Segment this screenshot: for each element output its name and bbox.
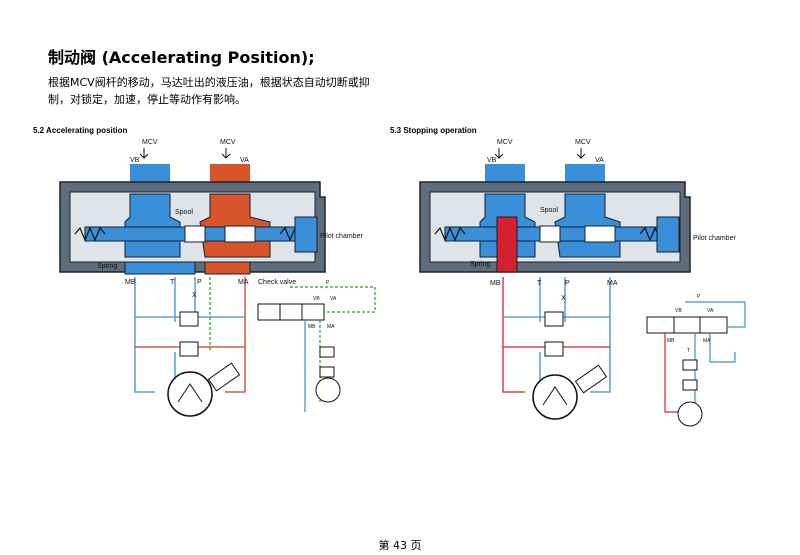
- accelerating-valve-schematic: MCV MCV VB VA Spool Pilot chamber Spring…: [59, 139, 376, 417]
- spool-label: Spool: [540, 207, 558, 214]
- mini-vb-label: VB: [675, 308, 682, 314]
- pilot-chamber-label: Pilot chamber: [693, 235, 736, 242]
- relief-valve: [179, 311, 199, 327]
- hydraulic-motor-icon: [167, 371, 213, 417]
- mb-port-label: MB: [125, 279, 136, 286]
- bottom-port-blue: [124, 261, 196, 275]
- accelerating-position-diagram: 5.2 Accelerating position: [30, 122, 385, 430]
- spool-land: [584, 225, 616, 243]
- t-port-label: T: [170, 279, 175, 286]
- spool-land: [539, 225, 561, 243]
- motor-arrow: [542, 386, 568, 406]
- mini-vb-label: VB: [313, 296, 320, 302]
- spring-label: Spring: [470, 261, 490, 268]
- t-port-label: T: [537, 280, 542, 287]
- mini-schematic: [646, 301, 746, 427]
- mb-port-label: MB: [490, 280, 501, 287]
- slide-description: 根据MCV阀杆的移动，马达吐出的液压油，根据状态自动切断或抑制，对锁定，加速，停…: [48, 76, 370, 106]
- diagram-title: 5.2 Accelerating position: [33, 126, 128, 135]
- hydraulic-motor-icon: [532, 374, 578, 420]
- arrow-down-icon: [576, 148, 586, 159]
- mini-va-label: VA: [707, 308, 714, 314]
- spool-land: [224, 225, 256, 243]
- p-port-label: P: [197, 279, 202, 286]
- mini-p-label: P: [697, 294, 701, 300]
- x-label: X: [192, 292, 197, 299]
- spring-label: Spring: [97, 263, 117, 270]
- stopping-valve-schematic: MCV MCV VB VA Spool Pilot chamber Spring…: [419, 139, 746, 427]
- spool-land: [184, 225, 206, 243]
- va-label: VA: [595, 157, 604, 164]
- motor-arrow: [177, 383, 203, 403]
- spool-label: Spool: [175, 209, 193, 216]
- brake-cylinder: [207, 362, 241, 392]
- mini-t-label: T: [687, 348, 690, 354]
- bottom-port-orange: [204, 261, 251, 275]
- pilot-chamber: [294, 216, 318, 253]
- mini-ma-label: MA: [327, 324, 335, 330]
- mini-va-label: VA: [330, 296, 337, 302]
- ma-port-label: MA: [607, 280, 618, 287]
- arrow-down-icon: [139, 148, 149, 159]
- va-label: VA: [240, 157, 249, 164]
- page-number: 第 43 页: [378, 539, 422, 552]
- mini-mb-label: MB: [308, 324, 316, 330]
- mcv-label: MCV: [220, 139, 236, 146]
- mcv-label: MCV: [497, 139, 513, 146]
- slide-title: 制动阀 (Accelerating Position);: [48, 48, 315, 67]
- relief-valve: [179, 341, 199, 357]
- blocked-passage: [496, 216, 518, 273]
- x-label: X: [561, 295, 566, 302]
- vb-label: VB: [130, 157, 140, 164]
- left-spring: [74, 226, 106, 242]
- relief-valve: [544, 311, 564, 327]
- pilot-chamber: [656, 216, 680, 253]
- mini-schematic: [257, 286, 376, 412]
- relief-valve: [544, 341, 564, 357]
- pilot-chamber-label: Pilot chamber: [320, 233, 363, 240]
- check-valve-label: Check valve: [258, 279, 296, 286]
- stopping-operation-diagram: 5.3 Stopping operation: [385, 122, 775, 430]
- ma-port-label: MA: [238, 279, 249, 286]
- p-port-label: P: [565, 280, 570, 287]
- vb-label: VB: [487, 157, 497, 164]
- brake-cylinder: [574, 364, 608, 394]
- arrow-down-icon: [494, 148, 504, 159]
- mini-ma-label: MA: [703, 338, 711, 344]
- mcv-label: MCV: [142, 139, 158, 146]
- arrow-down-icon: [221, 148, 231, 159]
- mini-p-label: P: [326, 280, 330, 286]
- mini-mb-label: MB: [667, 338, 675, 344]
- mcv-label: MCV: [575, 139, 591, 146]
- left-spring: [434, 226, 466, 242]
- diagram-title: 5.3 Stopping operation: [390, 126, 477, 135]
